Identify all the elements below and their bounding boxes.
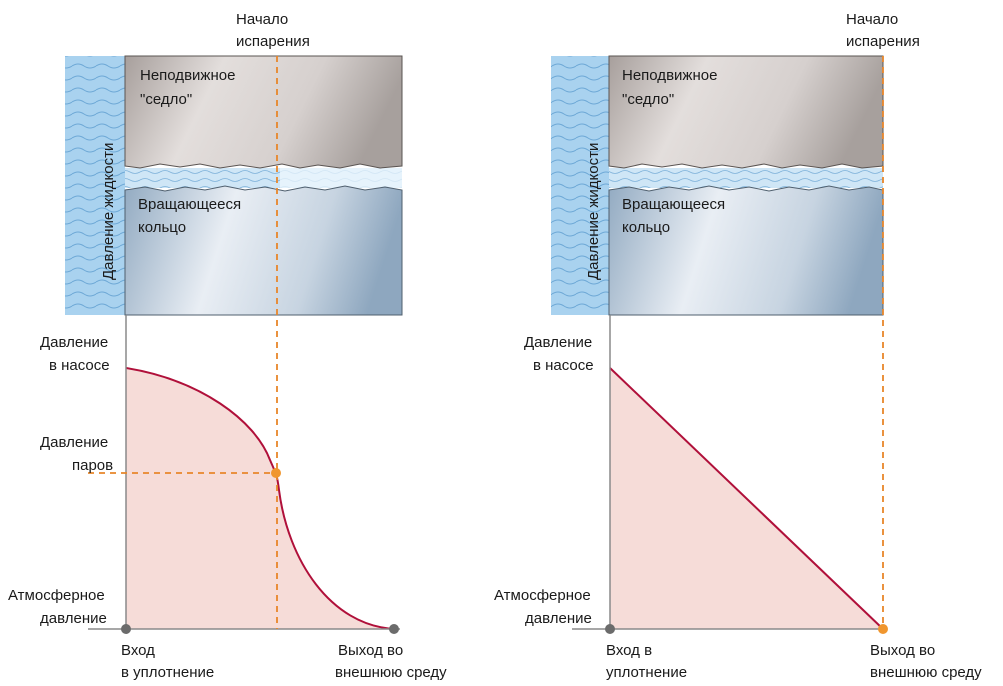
outlet-label-line2: внешнюю среду bbox=[870, 664, 982, 681]
liquid-gap bbox=[609, 168, 883, 188]
atmospheric-label-line1: Атмосферное bbox=[8, 587, 105, 604]
stationary-seat bbox=[124, 55, 403, 169]
inlet-label-line1: Вход bbox=[121, 642, 155, 659]
seat-label-line2: "седло" bbox=[140, 91, 192, 108]
atmospheric-label-line2: давление bbox=[525, 610, 592, 627]
atmospheric-label-line2: давление bbox=[40, 610, 107, 627]
pump-pressure-label-line2: в насосе bbox=[49, 357, 110, 374]
rotating-ring bbox=[124, 185, 403, 316]
outlet-label-line1: Выход во bbox=[870, 642, 935, 659]
outlet-evaporation-point bbox=[878, 624, 888, 634]
evaporation-point bbox=[271, 468, 281, 478]
vapor-gap bbox=[280, 168, 402, 188]
seat-label-line1: Неподвижное bbox=[140, 67, 235, 84]
inlet-point bbox=[605, 624, 615, 634]
vapor-pressure-label-line1: Давление bbox=[40, 434, 108, 451]
liquid-pressure-label: Давление жидкости bbox=[100, 143, 117, 280]
evaporation-start-label-line2: испарения bbox=[236, 33, 310, 50]
pressure-area-fill bbox=[126, 368, 394, 629]
liquid-pressure-region bbox=[65, 56, 125, 315]
outlet-label-line1: Выход во bbox=[338, 642, 403, 659]
pump-pressure-label-line1: Давление bbox=[524, 334, 592, 351]
stationary-seat bbox=[608, 55, 884, 169]
inlet-label-line2: в уплотнение bbox=[121, 664, 214, 681]
left-panel: Неподвижное "седло" Вращающееся кольцо Д… bbox=[8, 11, 447, 681]
atmospheric-label-line1: Атмосферное bbox=[494, 587, 591, 604]
pump-pressure-label-line1: Давление bbox=[40, 334, 108, 351]
inlet-point bbox=[121, 624, 131, 634]
ring-label-line1: Вращающееся bbox=[622, 196, 725, 213]
seat-label-line2: "седло" bbox=[622, 91, 674, 108]
ring-label-line2: кольцо bbox=[622, 219, 670, 236]
seat-label-line1: Неподвижное bbox=[622, 67, 717, 84]
outlet-label-line2: внешнюю среду bbox=[335, 664, 447, 681]
outlet-point bbox=[389, 624, 399, 634]
pump-pressure-label-line2: в насосе bbox=[533, 357, 594, 374]
liquid-pressure-label: Давление жидкости bbox=[585, 143, 602, 280]
inlet-label-line1: Вход в bbox=[606, 642, 652, 659]
pressure-line bbox=[609, 367, 884, 630]
evaporation-start-label-line2: испарения bbox=[846, 33, 920, 50]
evaporation-start-label-line1: Начало bbox=[846, 11, 898, 28]
liquid-pressure-region bbox=[551, 56, 609, 315]
right-panel: Неподвижное "седло" Вращающееся кольцо Д… bbox=[494, 11, 982, 681]
vapor-pressure-label-line2: паров bbox=[72, 457, 113, 474]
ring-label-line2: кольцо bbox=[138, 219, 186, 236]
inlet-label-line2: уплотнение bbox=[606, 664, 687, 681]
ring-label-line1: Вращающееся bbox=[138, 196, 241, 213]
evaporation-start-label-line1: Начало bbox=[236, 11, 288, 28]
